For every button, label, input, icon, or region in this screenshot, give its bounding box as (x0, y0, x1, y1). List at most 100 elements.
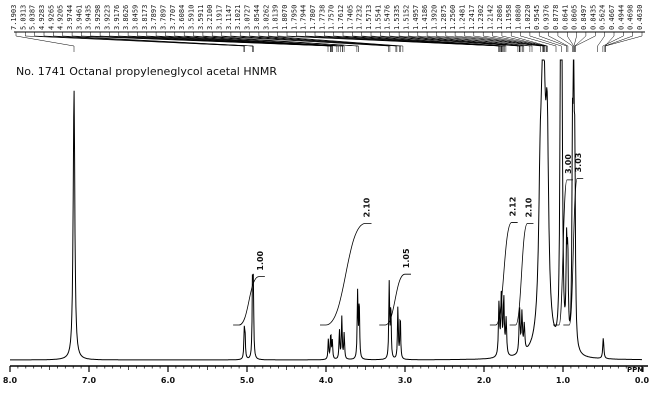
peak-label: 3.9223 (103, 5, 111, 30)
peak-label: 0.4667 (608, 5, 616, 30)
integral-curve (379, 273, 411, 326)
x-axis-unit-label: PPM (627, 366, 644, 374)
peak-label: 0.5624 (599, 5, 607, 30)
peak-connector (473, 32, 545, 52)
peak-connector (165, 32, 343, 52)
peak-connector (249, 32, 400, 52)
peak-label: 3.5911 (197, 5, 205, 30)
peak-label: 1.3920 (430, 5, 438, 30)
peak-connector (604, 32, 633, 52)
peak-connector (230, 32, 397, 52)
peak-label: 3.2100 (206, 5, 214, 30)
peak-connector (573, 32, 577, 52)
integral-curve (509, 222, 534, 326)
peak-connector (286, 32, 500, 52)
peak-connector (268, 32, 404, 52)
peak-connector (342, 32, 504, 52)
peak-label: 3.9744 (66, 5, 74, 30)
peak-label: 5.0387 (29, 5, 37, 30)
peak-connector (127, 32, 338, 52)
integral-curve (320, 222, 372, 326)
peak-label: 1.0880 (515, 5, 523, 30)
peak-label: 3.1021 (234, 5, 242, 30)
peak-label: 3.7897 (150, 5, 158, 30)
peak-label: 0.8641 (561, 5, 569, 30)
peak-label: 1.2142 (487, 5, 495, 30)
peak-connector (464, 32, 544, 52)
peak-connector (445, 32, 541, 52)
peak-connector (146, 32, 341, 52)
peak-label: 0.9545 (533, 5, 541, 30)
peak-label: 0.4698 (627, 5, 635, 30)
x-tick-label: 1.0 (556, 376, 571, 385)
peak-label: 4.9265 (47, 5, 55, 30)
peak-connector (380, 32, 520, 52)
peak-connector (370, 32, 519, 52)
integral-curve (233, 276, 265, 326)
x-tick-label: 2.0 (477, 376, 492, 385)
peak-label: 1.7232 (356, 5, 364, 30)
spectrum-trace (10, 59, 642, 361)
peak-connector (520, 32, 557, 52)
peak-connector (529, 32, 562, 52)
peak-connector (436, 32, 533, 52)
peak-connector (398, 32, 522, 52)
peak-connector (574, 32, 587, 52)
peak-label: 0.8605 (571, 5, 579, 30)
peak-connector (202, 32, 359, 52)
peak-label: 4.9205 (57, 5, 65, 30)
peak-label: 0.8778 (552, 5, 560, 30)
integral-curve (563, 177, 584, 326)
peak-label: 3.0544 (253, 5, 261, 30)
peak-connector (314, 32, 502, 52)
peak-label: 3.0727 (244, 5, 252, 30)
peak-connector (602, 32, 624, 52)
peak-label: 0.9376 (543, 5, 551, 30)
peak-label: 3.7897 (159, 5, 167, 30)
peak-label: 1.5541 (374, 5, 382, 30)
peak-connector (575, 32, 596, 52)
peak-connector (604, 32, 615, 52)
integral-label: 2.10 (524, 197, 533, 217)
integral-label: 2.12 (509, 197, 518, 217)
peak-label: 1.5476 (384, 5, 392, 30)
peak-connector (118, 32, 333, 52)
peak-connector (221, 32, 391, 52)
peak-connector (557, 32, 573, 52)
peak-connector (305, 32, 501, 52)
peak-label: 1.2875 (440, 5, 448, 30)
peak-connector (538, 32, 567, 52)
peak-label: 1.8139 (272, 5, 280, 30)
peak-label: 3.6084 (178, 5, 186, 30)
x-tick-label: 5.0 (240, 376, 255, 385)
integral-label: 1.05 (402, 248, 411, 268)
peak-connector (174, 32, 345, 52)
peak-label: 0.8435 (589, 5, 597, 30)
peak-label: 3.8459 (131, 5, 139, 30)
peak-label: 1.1958 (505, 5, 513, 30)
peak-label: 1.2086 (496, 5, 504, 30)
peak-connector (258, 32, 401, 52)
peak-label: 1.2560 (449, 5, 457, 30)
peak-connector (239, 32, 398, 52)
peak-label: 1.7405 (346, 5, 354, 30)
peak-label: 1.7944 (300, 5, 308, 30)
peak-connector (361, 32, 507, 52)
peak-connector (15, 32, 75, 52)
integral-curve (489, 222, 518, 326)
peak-connector (492, 32, 547, 52)
x-tick-label: 7.0 (82, 376, 97, 385)
integral-label: 3.03 (574, 153, 583, 173)
peak-connector (53, 32, 254, 52)
peak-label: 0.8497 (580, 5, 588, 30)
peak-label: 3.8626 (122, 5, 130, 30)
peak-connector (62, 32, 254, 52)
peak-label: 1.4957 (412, 5, 420, 30)
peak-label: 1.4186 (421, 5, 429, 30)
peak-label: 3.5910 (188, 5, 196, 30)
peak-label: 1.7807 (309, 5, 317, 30)
